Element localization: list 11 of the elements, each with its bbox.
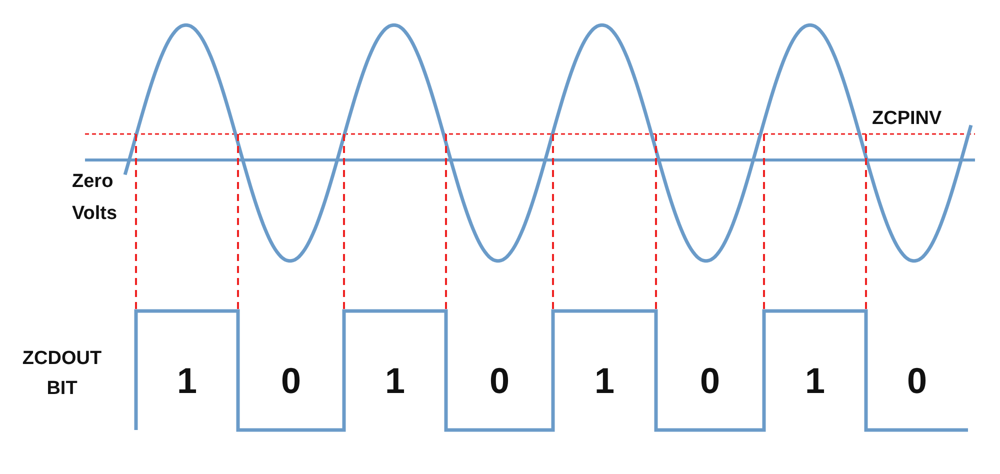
- axis-label: Zero Volts: [72, 170, 118, 226]
- bit-value: 0: [698, 360, 722, 402]
- bit-value: 0: [906, 360, 928, 402]
- threshold-label: ZCPINV: [872, 108, 942, 130]
- bit-value: 1: [176, 360, 198, 402]
- bit-value: 1: [593, 360, 616, 402]
- bit-value: 0: [280, 360, 302, 402]
- bit-value: 1: [804, 360, 826, 402]
- bit-value: 0: [488, 360, 511, 402]
- signal-label: ZCDOUT BIT: [21, 347, 103, 401]
- bit-value: 1: [384, 360, 406, 402]
